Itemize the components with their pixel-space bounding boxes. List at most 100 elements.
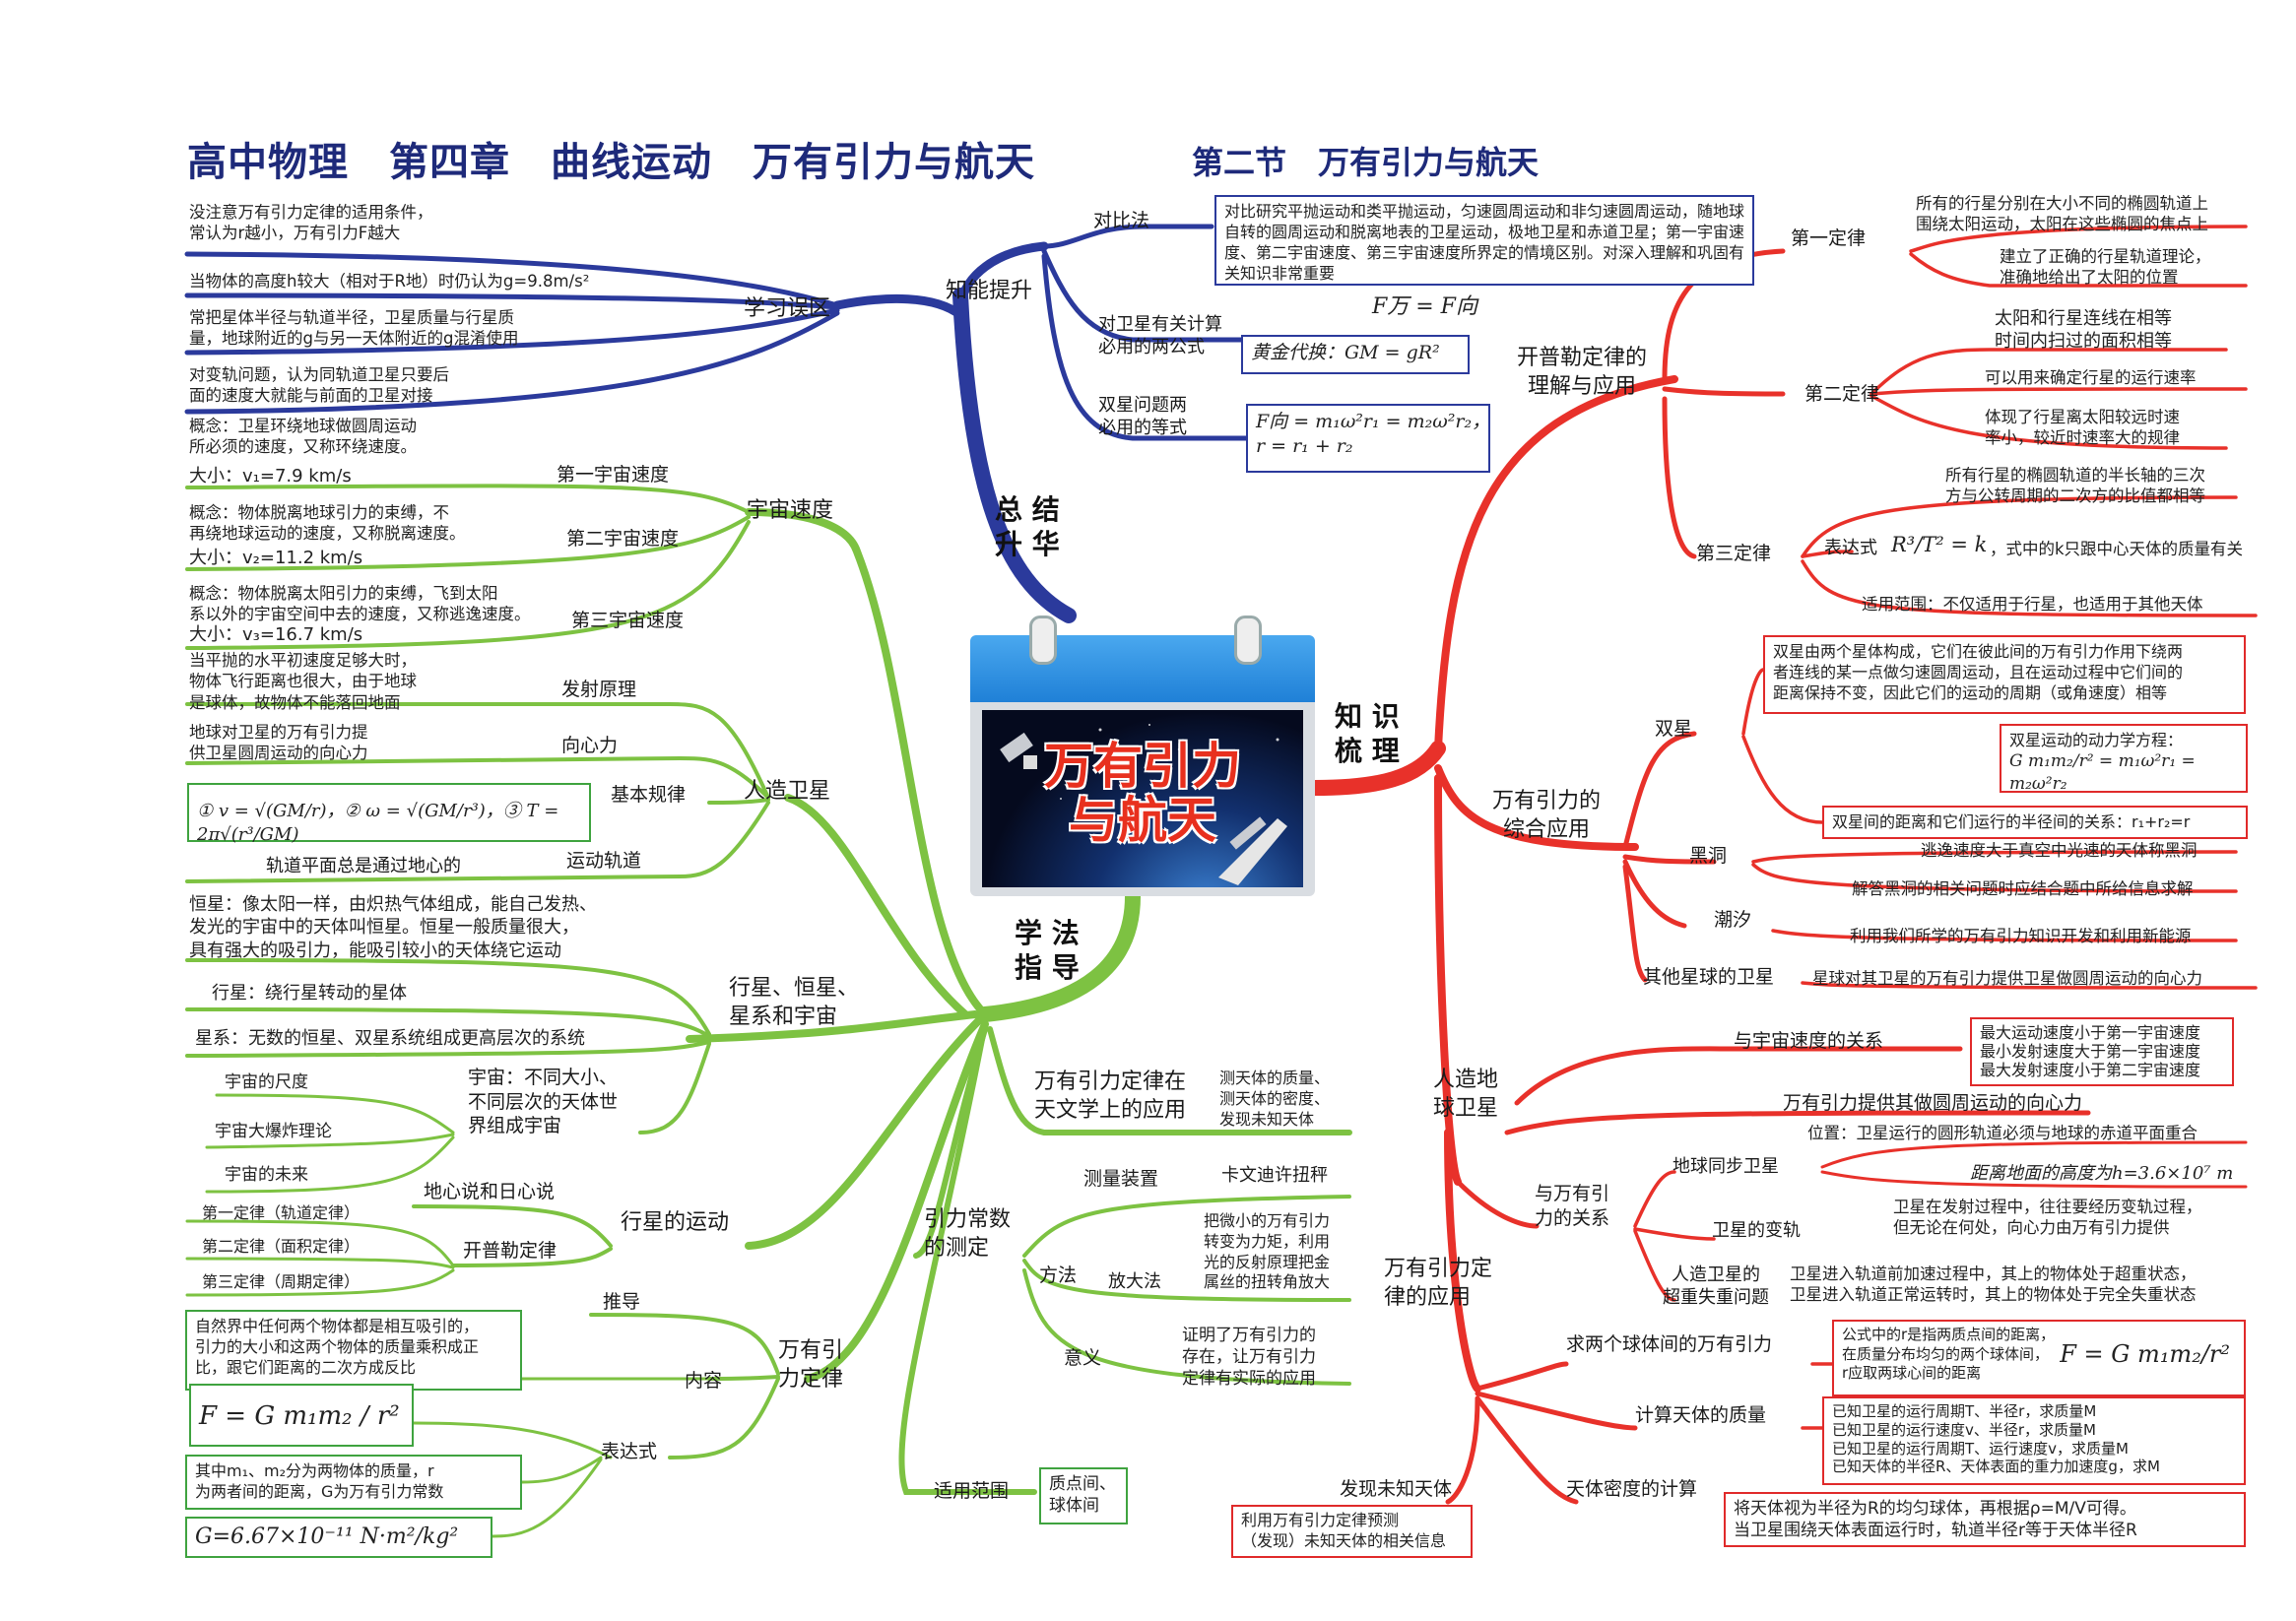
yuzhou-item-2: 宇宙大爆炸理论 bbox=[215, 1122, 332, 1141]
red-renzao-xx bbox=[1504, 1110, 2091, 1135]
node-xingxing-yundong: 行星的运动 bbox=[621, 1210, 730, 1235]
green-kp-1 bbox=[185, 1219, 455, 1267]
g-constant-box: G=6.67×10⁻¹¹ N·m²/kg² bbox=[185, 1517, 492, 1558]
node-guidao: 运动轨道 bbox=[566, 850, 642, 872]
kaipule-law-1: 第一定律（轨道定律） bbox=[202, 1203, 361, 1222]
node-shuangxing-formulas: 双星问题两 必用的等式 bbox=[1098, 395, 1187, 439]
tianwen-text: 测天体的质量、 测天体的密度、 发现未知天体 bbox=[1219, 1069, 1331, 1129]
biangui-a: 卫星在发射过程中，往往要经历变轨过程， 但无论在何处，向心力由万有引力提供 bbox=[1893, 1198, 2202, 1238]
node-biangui: 卫星的变轨 bbox=[1712, 1220, 1801, 1241]
duibi-text-box: 对比研究平抛运动和类平抛运动，匀速圆周运动和非匀速圆周运动，随地球自转的圆周运动… bbox=[1214, 195, 1754, 286]
red-trunk bbox=[1307, 741, 1446, 796]
xiangxin-text: 地球对卫星的万有引力提 供卫星圆周运动的向心力 bbox=[189, 723, 368, 763]
v1-concept: 概念：卫星环绕地球做圆周运动 所必须的速度，又称环绕速度。 bbox=[189, 417, 417, 457]
hub-method: 学 法 指 导 bbox=[1015, 917, 1080, 984]
blue-shuangxing bbox=[1041, 253, 1249, 441]
green-hx-hengxing bbox=[185, 958, 711, 1036]
shuangxing-b-title: 双星运动的动力学方程： bbox=[2009, 731, 2184, 749]
green-xx-dixin bbox=[412, 1204, 613, 1248]
calendar-ring-icon bbox=[1029, 616, 1057, 665]
green-yiyi bbox=[1022, 1268, 1351, 1386]
green-celiang bbox=[1022, 1195, 1351, 1258]
node-dixin: 地心说和日心说 bbox=[424, 1181, 556, 1202]
wuqu-item-4: 对变轨问题，认为同轨道卫星只要后 面的速度大就能与前面的卫星对接 bbox=[189, 365, 449, 406]
law3-range: 适用范围：不仅适用于行星，也适用于其他天体 bbox=[1862, 595, 2203, 614]
green-yinli bbox=[913, 1026, 988, 1259]
hub-summary: 总 结 升 华 bbox=[995, 493, 1060, 560]
green-hx-yuzhou bbox=[638, 1042, 711, 1135]
node-yinli-const: 引力常数 的测定 bbox=[924, 1207, 1012, 1261]
red-yy-faxian bbox=[1445, 1395, 1480, 1505]
green-wanyou bbox=[804, 1020, 989, 1383]
red-zonghe-chao bbox=[1622, 859, 1687, 929]
node-yingyong: 万有引力定 律的应用 bbox=[1384, 1257, 1493, 1310]
node-wanyou-dinglv: 万有引 力定律 bbox=[778, 1338, 844, 1392]
green-yz-3 bbox=[205, 1135, 455, 1194]
red-renzao-wy bbox=[1455, 1179, 1540, 1229]
red-wy-chaozhong bbox=[1633, 1229, 1676, 1302]
node-tongbu: 地球同步卫星 bbox=[1673, 1156, 1779, 1177]
qiuti-box: 公式中的r是指两质点间的距离， 在质量分布均匀的两个球体间， r应取两球心间的距… bbox=[1832, 1320, 2246, 1396]
node-faxian: 发现未知天体 bbox=[1340, 1478, 1453, 1500]
red-l1-a bbox=[1909, 225, 2248, 253]
celiang-text: 卡文迪许扭秤 bbox=[1221, 1165, 1328, 1186]
red-wy-tongbu bbox=[1633, 1170, 1676, 1228]
red-up bbox=[1434, 375, 1678, 752]
green-bd-g bbox=[491, 1458, 603, 1538]
green-bd-formula bbox=[412, 1421, 613, 1459]
red-zonghe-qita bbox=[1622, 864, 1648, 983]
formula-gold-box: 黄金代换：GM = gR² bbox=[1241, 335, 1470, 374]
qiuti-formula: F = G m₁m₂/r² bbox=[2060, 1340, 2230, 1368]
shiyong-box: 质点间、 球体间 bbox=[1039, 1467, 1128, 1524]
qita-a: 星球对其卫星的万有引力提供卫星做圆周运动的向心力 bbox=[1812, 969, 2202, 988]
red-zonghe bbox=[1434, 764, 1639, 851]
space-scene-image: 万有引力 与航天 bbox=[982, 710, 1303, 887]
law3-expr-label: 表达式 bbox=[1824, 538, 1877, 558]
fashe-text: 当平抛的水平初速度足够大时， 物体飞行距离也很大，由于地球 是球体，故物体不能落… bbox=[189, 651, 417, 712]
green-wy-biaoda bbox=[668, 1377, 780, 1459]
node-celiang: 测量装置 bbox=[1083, 1168, 1159, 1190]
shuangxing-b-formula: G m₁m₂/r² = m₁ω²r₁ = m₂ω²r₂ bbox=[2009, 751, 2196, 794]
green-kp-2 bbox=[185, 1257, 455, 1269]
calendar-ring-icon bbox=[1234, 616, 1262, 665]
green-xingxing bbox=[745, 1015, 984, 1250]
red-hei-a bbox=[1751, 850, 2238, 864]
red-wy-biangui bbox=[1633, 1227, 1716, 1241]
red-shuang-c bbox=[1741, 735, 1824, 824]
node-renzao-weixing: 人造卫星 bbox=[744, 779, 831, 804]
green-rz-fashe bbox=[185, 702, 770, 800]
node-shuangxing: 双星 bbox=[1655, 718, 1693, 740]
node-zhiliang: 计算天体的质量 bbox=[1635, 1404, 1767, 1426]
yuzhou-item-1: 宇宙的尺度 bbox=[225, 1072, 308, 1092]
node-neirong: 内容 bbox=[685, 1370, 723, 1392]
node-heidong: 黑洞 bbox=[1689, 845, 1728, 867]
yuzhou-guanxi-box: 最大运动速度小于第一宇宙速度 最小发射速度大于第一宇宙速度 最大发射速度小于第二… bbox=[1970, 1017, 2234, 1086]
faxian-box: 利用万有引力定律预测 （发现）未知天体的相关信息 bbox=[1231, 1505, 1473, 1558]
blue-trunk bbox=[952, 288, 1077, 623]
node-hengxing: 行星、恒星、 星系和宇宙 bbox=[729, 976, 860, 1029]
node-v1: 第一宇宙速度 bbox=[557, 464, 670, 486]
red-l2-a bbox=[1870, 348, 2228, 396]
wuqu-item-3: 常把星体半径与轨道半径，卫星质量与行星质 量，地球附近的g与另一天体附近的g混淆… bbox=[189, 308, 519, 349]
blue-wuqu-1 bbox=[184, 251, 840, 308]
neirong-box: 自然界中任何两个物体都是相互吸引的， 引力的大小和这两个物体的质量乘积成正 比，… bbox=[185, 1310, 522, 1391]
blue-duibi bbox=[1041, 224, 1214, 249]
node-v2: 第二宇宙速度 bbox=[566, 528, 680, 550]
node-fashe: 发射原理 bbox=[561, 679, 637, 700]
green-yz-1 bbox=[215, 1093, 455, 1135]
green-sudu-v1 bbox=[185, 484, 751, 514]
green-shiyong bbox=[898, 1021, 1037, 1495]
node-qiuti: 求两个球体间的万有引力 bbox=[1566, 1333, 1773, 1355]
node-duibi: 对比法 bbox=[1093, 210, 1150, 231]
biaoda-formula-box: F = G m₁m₂ / r² bbox=[189, 1384, 414, 1447]
qiuti-text: 公式中的r是指两质点间的距离， 在质量分布均匀的两个球体间， r应取两球心间的距… bbox=[1842, 1326, 2056, 1382]
green-up bbox=[745, 508, 989, 1018]
kaipule-law-3: 第三定律（周期定律） bbox=[202, 1272, 361, 1291]
blue-to-zhineng bbox=[955, 241, 1049, 310]
red-renzao bbox=[1434, 774, 1462, 1186]
hengxing-text: 恒星：像太阳一样，由炽热气体组成，能自己发热、 发光的宇宙中的天体叫恒星。恒星一… bbox=[189, 894, 597, 961]
node-fangda: 放大法 bbox=[1108, 1271, 1161, 1292]
green-renzao bbox=[784, 794, 969, 1018]
biaoda-note-box: 其中m₁、m₂分为两物体的质量，r 为两者间的距离，G为万有引力常数 bbox=[185, 1455, 522, 1510]
law2-a: 太阳和行星连线在相等 时间内扫过的面积相等 bbox=[1995, 308, 2172, 353]
